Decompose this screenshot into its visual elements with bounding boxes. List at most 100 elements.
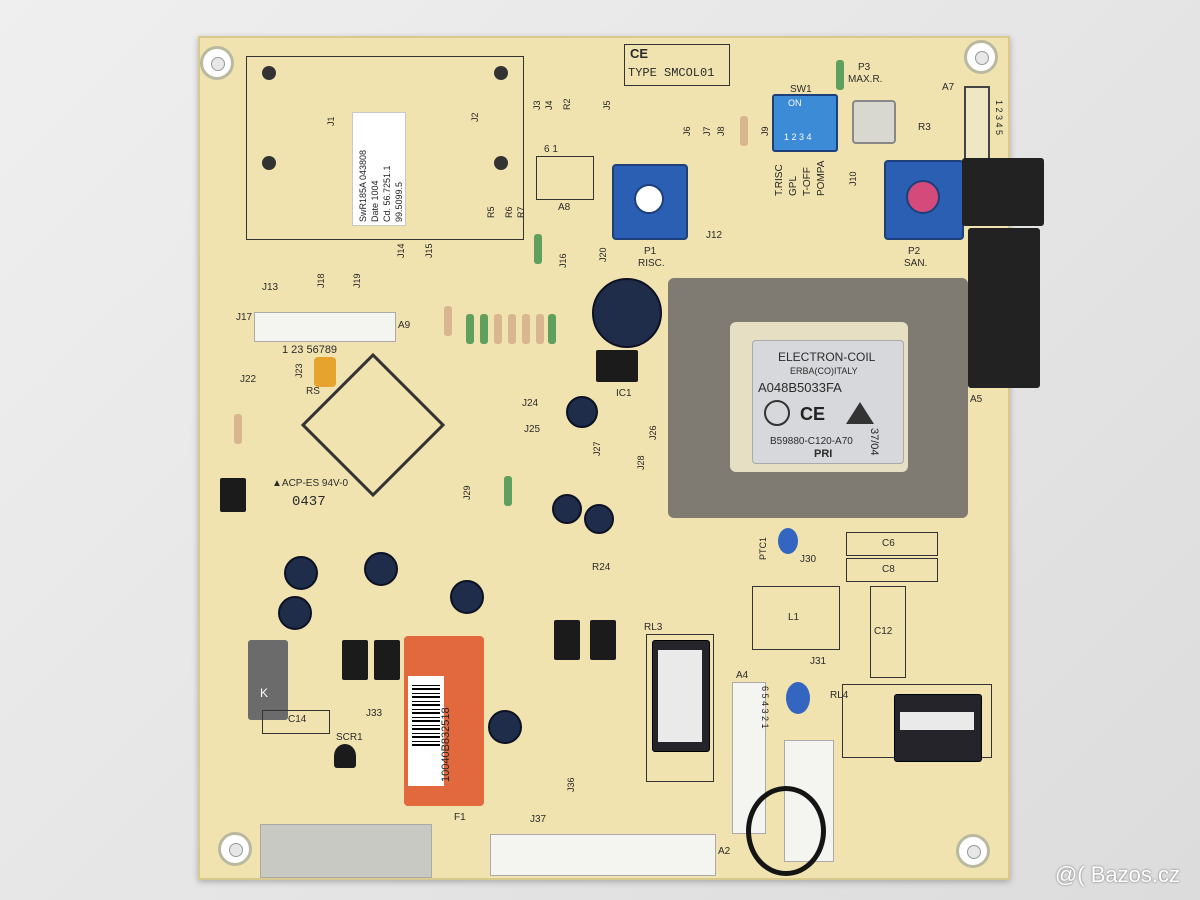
- resistor: [534, 234, 542, 264]
- transformer-sticker: [752, 340, 904, 464]
- connector-a5: [968, 228, 1040, 388]
- p2-label: P2: [908, 246, 921, 257]
- watermark: @( Bazos.cz: [1054, 862, 1180, 887]
- p3-max-label: MAX.R.: [848, 74, 883, 85]
- r7-label: R7: [516, 206, 526, 218]
- c6-outline: [846, 532, 938, 556]
- t-risc-label: T.RISC: [774, 164, 785, 196]
- j4-label: J4: [544, 100, 554, 110]
- dip-switch-sw1[interactable]: [772, 94, 838, 152]
- thyristor-scr1: [334, 744, 356, 768]
- c12-outline: [870, 586, 906, 678]
- optocoupler: [220, 478, 246, 512]
- sw1-label: SW1: [790, 84, 812, 95]
- j12-label: J12: [706, 230, 723, 241]
- rl4-label: RL4: [830, 690, 849, 701]
- transformer-sub: B59880-C120-A70: [770, 436, 853, 447]
- a8-label: A8: [558, 202, 571, 213]
- resistor: [494, 314, 502, 344]
- resistor: [466, 314, 474, 344]
- transformer-brand: ELECTRON-COIL: [778, 350, 876, 364]
- barcode-number: 10040B832518: [440, 707, 452, 782]
- c8-outline: [846, 558, 938, 582]
- r24-label: R24: [592, 562, 611, 573]
- pompa-label: POMPA: [816, 160, 827, 196]
- p1-knob: [634, 184, 664, 214]
- ic1-label: IC1: [616, 388, 632, 399]
- j16-label: J16: [558, 253, 568, 268]
- y-capacitor: [786, 682, 810, 714]
- c14-outline: [262, 710, 330, 734]
- electrolytic-capacitor: [450, 580, 484, 614]
- trimmer-p3[interactable]: [852, 100, 896, 144]
- resistor: [234, 414, 242, 444]
- j31-label: J31: [810, 656, 827, 667]
- resistor: [548, 314, 556, 344]
- electrolytic-capacitor-large: [592, 278, 662, 348]
- j30-label: J30: [800, 554, 817, 565]
- j27-label: J27: [592, 441, 602, 456]
- a7-pins: 1 2 3 4 5: [994, 100, 1004, 136]
- electrolytic-capacitor: [278, 596, 312, 630]
- a4-label: A4: [736, 670, 749, 681]
- power-connector: [260, 824, 432, 878]
- electrolytic-capacitor: [488, 710, 522, 744]
- ce-icon: CE: [800, 404, 826, 424]
- electrolytic-capacitor: [584, 504, 614, 534]
- electrolytic-capacitor: [566, 396, 598, 428]
- rl3-label: RL3: [644, 622, 663, 633]
- cable-loop: [746, 786, 826, 876]
- j8-label: J8: [716, 126, 726, 136]
- resistor: [504, 476, 512, 506]
- j17-label: J17: [236, 312, 253, 323]
- resistor: [508, 314, 516, 344]
- c12-label: C12: [874, 626, 893, 637]
- relay-rl4-label: [900, 712, 974, 730]
- transformer-origin: ERBA(CO)ITALY: [790, 366, 858, 376]
- ptc-thermistor: [778, 528, 798, 554]
- resistor: [836, 60, 844, 90]
- electrolytic-capacitor: [284, 556, 318, 590]
- j10-label: J10: [848, 171, 858, 186]
- rl3-outline: [646, 634, 714, 782]
- j23-label: J23: [294, 363, 304, 378]
- pad: [262, 156, 276, 170]
- j19-label: J19: [352, 273, 362, 288]
- c14-label: C14: [288, 714, 307, 725]
- j6-label: J6: [682, 126, 692, 136]
- sticker-line-3: Cd. 56.7251.1: [382, 165, 392, 222]
- p2-san-label: SAN.: [904, 258, 928, 269]
- j14-label: J14: [396, 243, 406, 258]
- a9-label: A9: [398, 320, 411, 331]
- resistor: [480, 314, 488, 344]
- r5-label: R5: [486, 206, 496, 218]
- p3-label: P3: [858, 62, 871, 73]
- mounting-hole-bottom-right: [956, 834, 990, 868]
- sw1-on-label: ON: [788, 98, 802, 108]
- j22-label: J22: [240, 374, 257, 385]
- scr1-label: SCR1: [336, 732, 363, 743]
- p1-risc-label: RISC.: [638, 258, 665, 269]
- gpl-label: GPL: [788, 175, 799, 196]
- k-label: K: [260, 686, 269, 700]
- barcode: [412, 684, 440, 746]
- mounting-hole-top-right: [964, 40, 998, 74]
- pad: [494, 156, 508, 170]
- resistor: [444, 306, 452, 336]
- connector-a2: [490, 834, 716, 876]
- date-code: 0437: [292, 494, 326, 510]
- a2-label: A2: [718, 846, 731, 857]
- pad: [494, 66, 508, 80]
- resistor: [740, 116, 748, 146]
- j25-label: J25: [524, 424, 541, 435]
- relay-outline-area: [246, 56, 524, 240]
- ptc1-label: PTC1: [758, 536, 768, 560]
- j37-label: J37: [530, 814, 547, 825]
- j13-label: J13: [262, 282, 279, 293]
- optocoupler: [342, 640, 368, 680]
- j15-label: J15: [424, 243, 434, 258]
- sticker-line-2: Date 1004: [370, 180, 380, 222]
- transformer-pri: PRI: [814, 448, 833, 460]
- a7-label: A7: [942, 82, 955, 93]
- p1-label: P1: [644, 246, 657, 257]
